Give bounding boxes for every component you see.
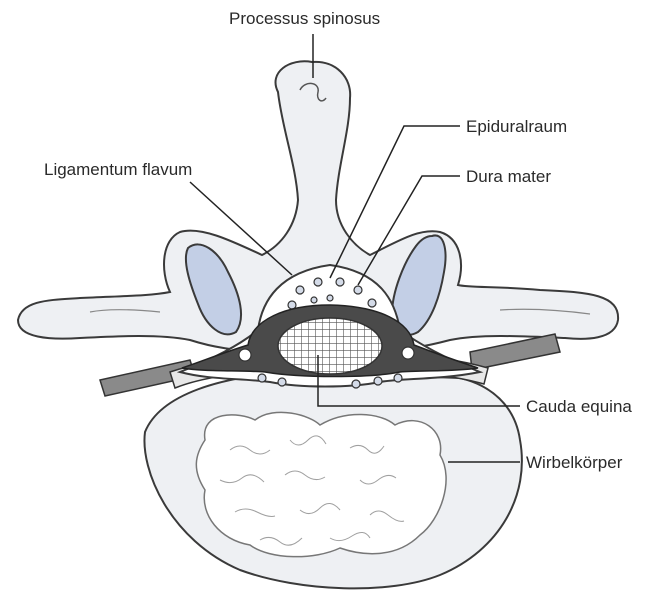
label-epiduralraum: Epiduralraum [466,118,567,135]
label-processus-spinosus: Processus spinosus [229,10,380,27]
vertebral-body [144,372,521,588]
label-ligamentum-flavum: Ligamentum flavum [44,161,192,178]
label-wirbelkoerper: Wirbelkörper [526,454,622,471]
cauda-equina-bundle [278,318,382,374]
label-dura-mater: Dura mater [466,168,551,185]
label-cauda-equina: Cauda equina [526,398,632,415]
